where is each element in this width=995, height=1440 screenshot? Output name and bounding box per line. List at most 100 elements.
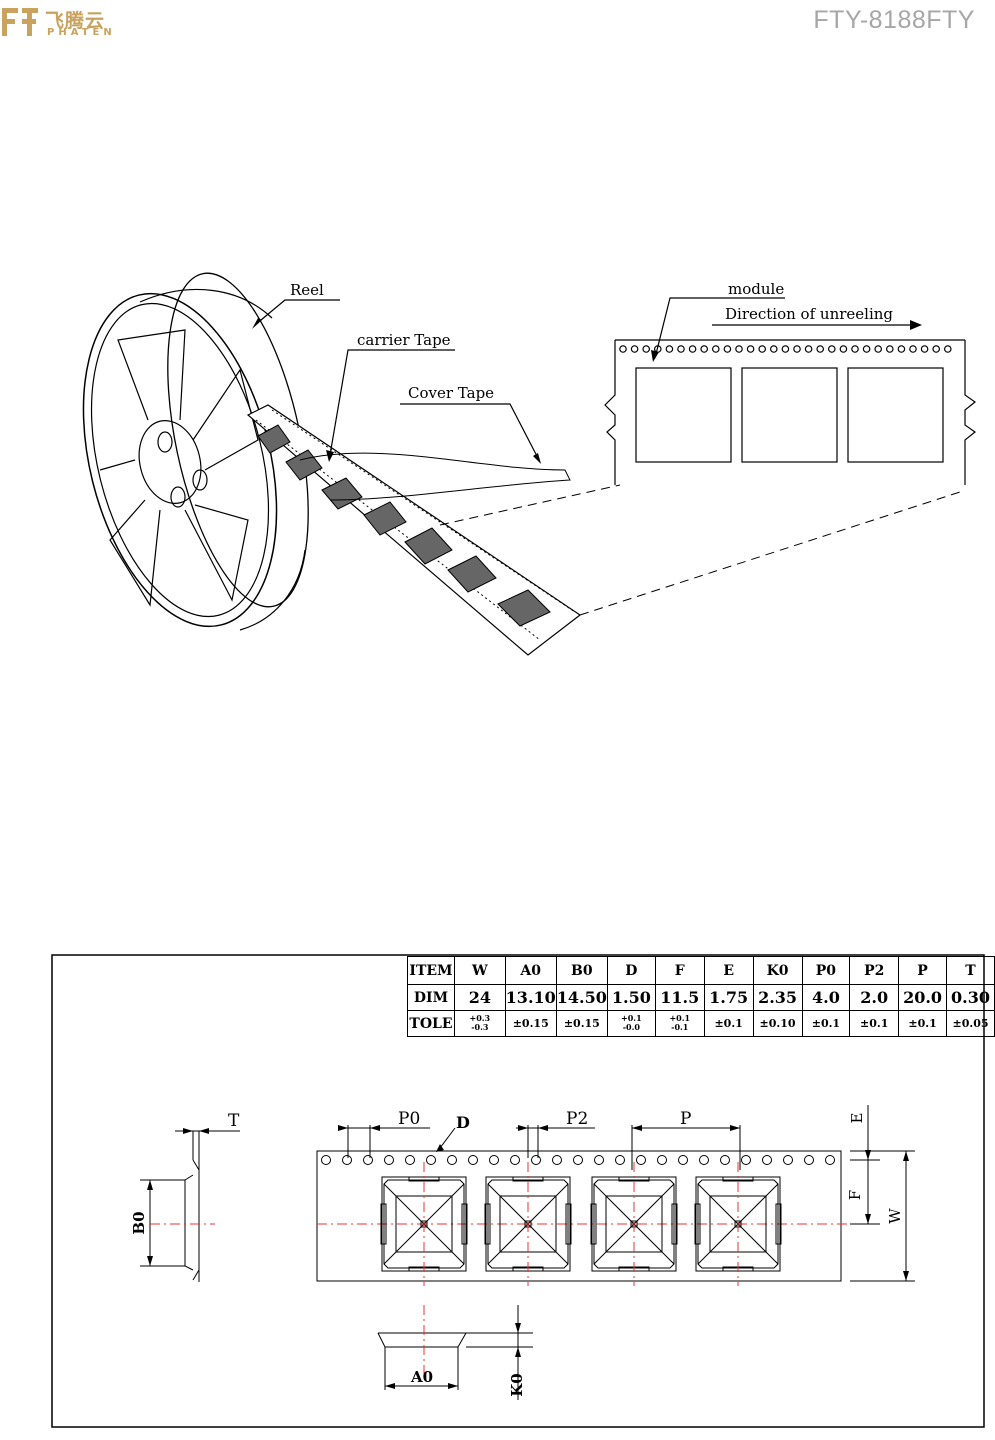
sprocket-hole <box>642 345 651 353</box>
table-cell: K0 <box>752 956 803 985</box>
table-cell: 20.0 <box>898 984 948 1011</box>
tape-pocket <box>380 1162 468 1286</box>
sprocket-hole <box>615 1155 625 1165</box>
sprocket-hole <box>447 1155 457 1165</box>
sprocket-hole <box>793 345 801 353</box>
sprocket-hole <box>781 345 790 353</box>
sprocket-hole <box>885 345 894 353</box>
sprocket-hole <box>665 345 674 353</box>
document-code: FTY-8188FTY <box>813 6 975 34</box>
tole-plus: +0.1 <box>621 1013 642 1023</box>
sprocket-hole <box>489 1155 499 1165</box>
tape-pocket <box>484 1162 572 1286</box>
sprocket-hole <box>723 345 732 353</box>
table-cell: T <box>946 956 995 985</box>
sprocket-hole <box>630 345 639 353</box>
carrier-tape-strip <box>246 404 582 656</box>
sprocket-hole <box>699 1155 709 1165</box>
dim-label-E: E <box>848 1113 866 1124</box>
dim-label-F: F <box>846 1190 864 1200</box>
table-cell: 2.0 <box>849 984 900 1011</box>
tole-plus: +0.1 <box>669 1013 691 1023</box>
table-cell: 2.35 <box>752 984 803 1011</box>
sprocket-hole <box>804 1155 814 1165</box>
sprocket-hole <box>783 1155 793 1165</box>
sprocket-hole <box>758 345 767 353</box>
sprocket-hole <box>552 1155 562 1165</box>
dim-label-P2: P2 <box>566 1109 588 1129</box>
sprocket-hole <box>825 1155 835 1165</box>
dim-label-K0: K0 <box>508 1373 526 1396</box>
table-cell: B0 <box>555 956 608 985</box>
table-cell: ±0.15 <box>555 1010 608 1037</box>
table-cell: P2 <box>849 956 900 985</box>
table-cell: ±0.10 <box>752 1010 803 1037</box>
dim-label-B0: B0 <box>130 1211 148 1234</box>
sprocket-hole <box>636 1155 646 1165</box>
sprocket-hole <box>897 345 906 353</box>
table-cell: ±0.1 <box>801 1010 851 1037</box>
table-cell: ±0.1 <box>898 1010 948 1037</box>
sprocket-hole <box>573 1155 583 1165</box>
sprocket-hole <box>741 1155 751 1165</box>
table-cell-stacked: +0.1-0.1 <box>654 1010 705 1037</box>
sprocket-hole <box>531 1155 541 1165</box>
sprocket-hole <box>677 345 685 353</box>
table-cell: 11.5 <box>654 984 705 1011</box>
zoomed-tape <box>604 339 977 485</box>
table-cell: P <box>898 956 948 985</box>
label-module: module <box>728 280 784 298</box>
table-cell: 0.30 <box>946 984 995 1011</box>
sprocket-hole <box>688 345 697 353</box>
tole-plus: +0.3 <box>469 1013 491 1023</box>
table-cell: W <box>453 956 506 985</box>
tole-minus: -0.0 <box>622 1022 640 1032</box>
sprocket-hole <box>862 345 871 353</box>
cover-tape <box>299 452 571 501</box>
dim-label-T: T <box>228 1111 240 1131</box>
table-row-tole: TOLE +0.3-0.3 ±0.15 ±0.15 +0.1-0.0 +0.1-… <box>407 1010 995 1037</box>
tole-minus: -0.3 <box>471 1022 489 1032</box>
label-cover-tape: Cover Tape <box>408 384 494 402</box>
sprocket-hole <box>657 1155 667 1165</box>
table-cell: ±0.1 <box>849 1010 900 1037</box>
sprocket-hole <box>363 1155 373 1165</box>
table-cell: D <box>606 956 656 985</box>
table-cell: ±0.15 <box>504 1010 557 1037</box>
tape-drawing: T P0 D P2 P E F W B0 A0 K0 <box>51 954 985 1428</box>
table-cell: 14.50 <box>555 984 608 1011</box>
label-direction: Direction of unreeling <box>725 305 893 323</box>
table-cell: 24 <box>453 984 506 1011</box>
dim-label-P: P <box>680 1109 691 1129</box>
sprocket-hole <box>594 1155 604 1165</box>
table-cell: ±0.05 <box>946 1010 995 1037</box>
sprocket-hole <box>321 1155 331 1165</box>
table-cell: DIM <box>407 984 455 1011</box>
sprocket-hole <box>932 345 941 353</box>
reel-illustration: Reel carrier Tape Cover Tape module Dire… <box>82 272 977 656</box>
sprocket-hole <box>909 345 917 353</box>
sprocket-hole <box>653 345 662 353</box>
table-cell: ±0.1 <box>703 1010 754 1037</box>
sprocket-hole <box>839 345 848 353</box>
table-cell: 1.50 <box>606 984 656 1011</box>
table-row-item: ITEM W A0 B0 D F E K0 P0 P2 P T <box>407 956 995 985</box>
table-cell: E <box>703 956 754 985</box>
table-cell: 13.10 <box>504 984 557 1011</box>
sprocket-hole <box>746 345 755 353</box>
sprocket-hole <box>920 345 929 353</box>
table-cell: ITEM <box>407 956 455 985</box>
sprocket-hole <box>804 345 813 353</box>
sprocket-hole <box>384 1155 394 1165</box>
dim-label-P0: P0 <box>398 1109 420 1129</box>
table-cell: 1.75 <box>703 984 754 1011</box>
sprocket-hole <box>468 1155 478 1165</box>
sprocket-hole <box>874 345 883 353</box>
tole-minus: -0.1 <box>671 1022 689 1032</box>
sprocket-hole <box>700 345 709 353</box>
table-cell-stacked: +0.3-0.3 <box>453 1010 506 1037</box>
tape-pocket <box>590 1162 678 1286</box>
sprocket-hole <box>678 1155 688 1165</box>
sprocket-hole <box>943 345 952 353</box>
table-cell-stacked: +0.1-0.0 <box>606 1010 656 1037</box>
